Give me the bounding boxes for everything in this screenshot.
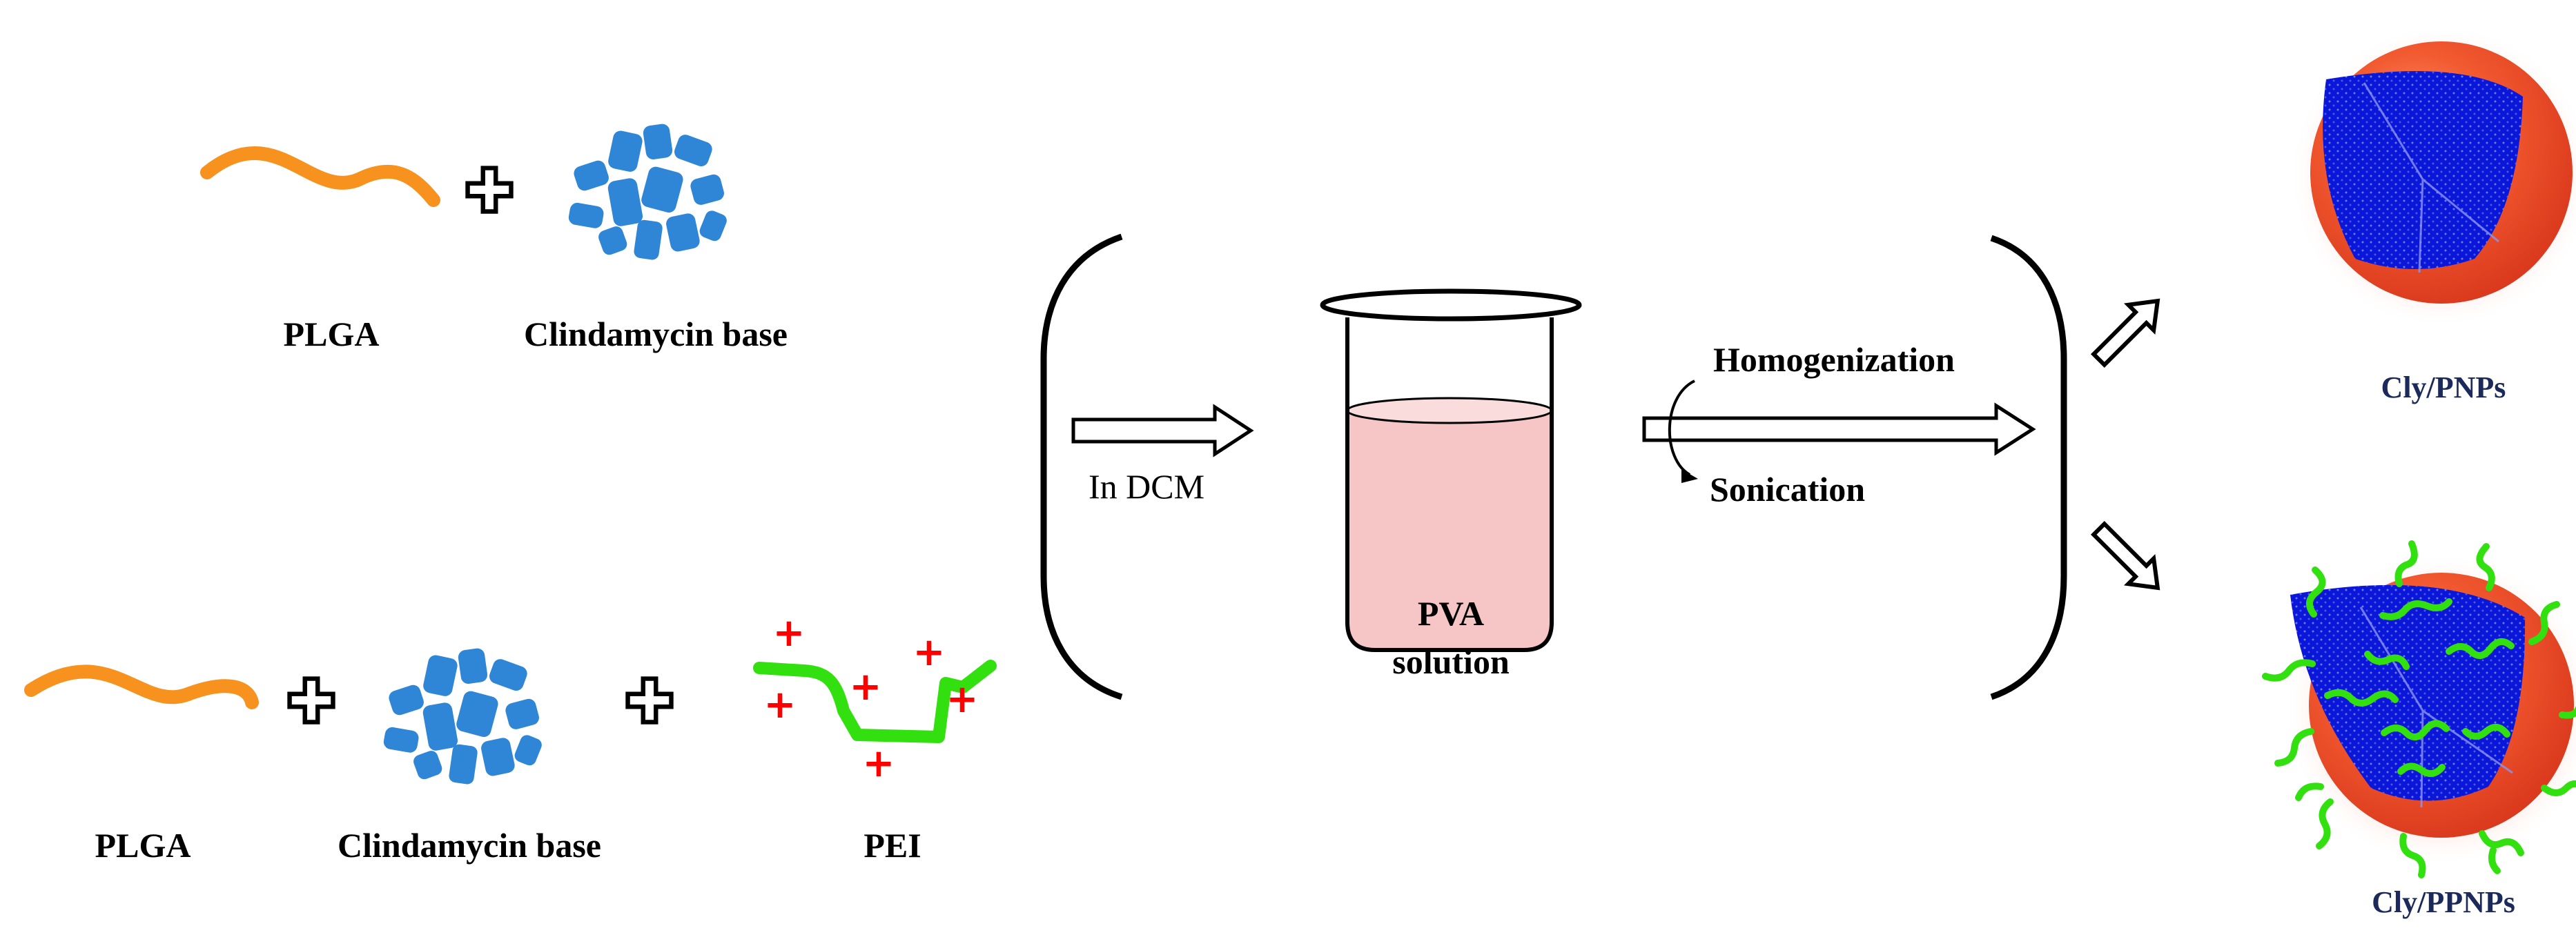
cly-ppnps-label: Cly/PPNPs (2372, 885, 2515, 919)
sonication-label: Sonication (1710, 470, 1866, 509)
arrow-icon (1071, 404, 1254, 457)
pei-charge-icons: + + + + + + (764, 611, 979, 786)
charge-plus-icon: + (913, 630, 946, 675)
cly-ppnps-nanoparticle-icon (2262, 540, 2576, 878)
plga-polymer-icon (200, 146, 440, 207)
charge-plus-icon: + (773, 611, 806, 656)
cly-pnps-label: Cly/PNPs (2381, 371, 2506, 404)
clindamycin-particles-icon (567, 123, 729, 261)
plga-label: PLGA (283, 315, 380, 353)
clindamycin-label: Clindamycin base (337, 826, 602, 865)
pei-polymer-icon (753, 660, 997, 743)
charge-plus-icon: + (863, 741, 895, 786)
clindamycin-label: Clindamycin base (523, 315, 788, 353)
plus-icon (290, 679, 333, 722)
right-bracket (1990, 235, 2067, 700)
solvent-label: In DCM (1089, 467, 1205, 506)
plga-label: PLGA (95, 826, 191, 865)
arrow-up-right-icon (2090, 298, 2160, 368)
pei-label: PEI (863, 826, 921, 865)
curved-step-arrow-icon (1668, 380, 1695, 476)
charge-plus-icon: + (850, 664, 882, 709)
plus-icon (468, 168, 511, 212)
plga-polymer-icon (24, 664, 259, 709)
charge-plus-icon: + (764, 682, 797, 727)
beaker-icon (1320, 288, 1582, 652)
pva-label: PVA (1417, 594, 1485, 633)
charge-plus-icon: + (946, 677, 979, 722)
pva-solution-label: solution (1392, 642, 1510, 681)
left-bracket (1040, 233, 1123, 700)
cly-pnps-nanoparticle-icon (2290, 24, 2576, 328)
plus-icon (628, 679, 672, 722)
clindamycin-particles-icon (382, 647, 544, 785)
curved-step-arrow-head (1681, 469, 1698, 483)
homogenization-label: Homogenization (1713, 340, 1955, 379)
arrow-down-right-icon (2090, 520, 2160, 591)
process-arrow-icon (1642, 402, 2036, 456)
